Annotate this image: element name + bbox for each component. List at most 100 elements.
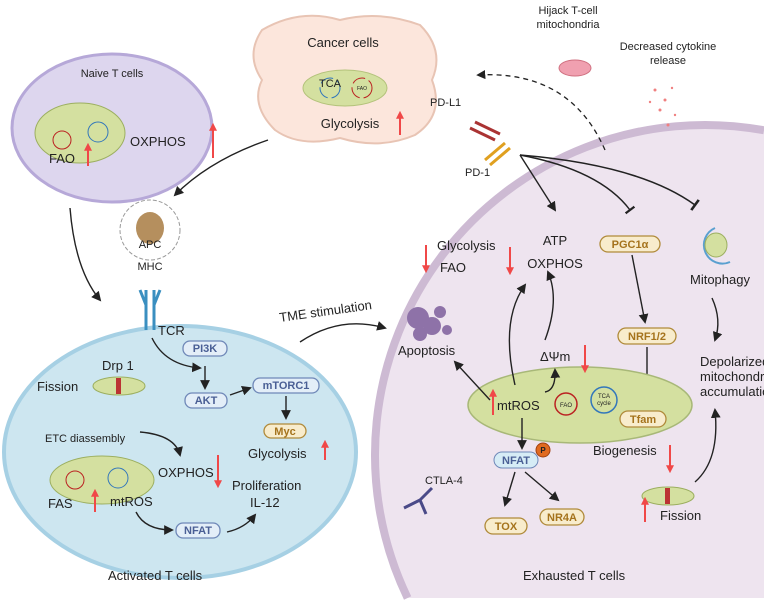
exhausted-t-cells-label: Exhausted T cells	[523, 568, 626, 583]
arrow	[453, 360, 491, 401]
ex-nfat-node	[493, 451, 539, 469]
arrow	[524, 471, 560, 502]
arrow	[694, 408, 721, 483]
cytokine-label-2: release	[650, 55, 686, 67]
arrow	[173, 139, 269, 197]
proliferation-label: Proliferation	[232, 478, 301, 493]
inhibit-arrow	[519, 154, 636, 215]
act-nfat-node	[175, 522, 221, 539]
etc-label: ETC diassembly	[45, 433, 126, 445]
nrf-label: NRF1/2	[628, 331, 666, 343]
pd1-label: PD-1	[465, 167, 490, 179]
naive-fao-label: FAO	[49, 151, 75, 166]
mitochondrion-icon	[49, 455, 155, 505]
naive-t-cells-label: Naive T cells	[81, 68, 144, 80]
act-oxphos-label: OXPHOS	[158, 465, 214, 480]
arrow	[69, 207, 102, 302]
tcr-receptor-icon	[138, 289, 162, 330]
mtorc1-label: mTORC1	[263, 380, 310, 392]
activated-t-cells-label: Activated T cells	[108, 568, 203, 583]
fao-cycle-icon	[52, 130, 72, 150]
ctla4-receptor-icon	[403, 486, 434, 515]
atp-label: ATP	[543, 233, 567, 248]
ex-mtros-label: mtROS	[497, 398, 540, 413]
arrow	[519, 154, 557, 212]
mhc-label: MHC	[137, 261, 162, 273]
fission-site-icon	[116, 378, 121, 394]
apoptotic-cell-icon	[407, 306, 452, 341]
pgc1a-node	[599, 235, 661, 253]
fao-cycle-icon	[351, 77, 373, 99]
drp1-label: Drp 1	[102, 358, 134, 373]
tca-cycle-icon	[590, 386, 618, 414]
delta-psi-m-label: ΔΨm	[540, 349, 570, 364]
arrow	[151, 337, 202, 373]
fission-site-icon	[665, 488, 670, 504]
act-nfat-label: NFAT	[184, 525, 212, 537]
autophagosome-icon	[702, 227, 731, 265]
tca-label: TCA	[319, 78, 342, 90]
pdl1-receptor-icon	[469, 120, 501, 142]
akt-label: AKT	[195, 395, 218, 407]
arrow	[544, 270, 556, 341]
fas-label: FAS	[48, 496, 73, 511]
arrow	[226, 513, 257, 533]
arrow	[544, 368, 561, 393]
phosphate-label: P	[540, 446, 546, 455]
inhibit-arrow	[519, 154, 700, 211]
nr4a-label: NR4A	[547, 512, 577, 524]
tca-label: TCA	[598, 394, 610, 400]
depolarized-label-1: Depolarized	[700, 354, 764, 369]
tcr-label: TCR	[158, 323, 185, 338]
tfam-node	[619, 410, 667, 428]
naive-oxphos-label: OXPHOS	[130, 134, 186, 149]
ex-fission-label: Fission	[660, 508, 701, 523]
exhausted-t-cell-membrane	[371, 120, 764, 600]
cancer-glycolysis-label: Glycolysis	[321, 116, 380, 131]
cytokine-label: Decreased cytokine	[620, 41, 717, 53]
ex-nfat-label: NFAT	[502, 455, 530, 467]
pdl1-label: PD-L1	[430, 97, 461, 109]
pgc1a-label: PGC1α	[612, 239, 649, 251]
exhausted-t-cell	[374, 124, 764, 599]
fao-cycle-icon	[554, 392, 578, 416]
pi3k-node	[182, 340, 228, 357]
tme-arrow	[299, 321, 387, 343]
apc-label: APC	[139, 239, 162, 251]
arrow	[139, 431, 183, 457]
myc-node	[263, 423, 307, 439]
mitophagy-label: Mitophagy	[690, 272, 750, 287]
tca-cycle-icon	[87, 121, 109, 143]
cytokine-dots-icon	[648, 86, 677, 127]
depolarized-label-3: accumulation	[700, 384, 764, 399]
nrf-node	[617, 327, 677, 345]
arrow	[502, 471, 516, 507]
mitochondrion-icon	[558, 59, 592, 77]
biogenesis-label: Biogenesis	[593, 443, 657, 458]
hijack-label-2: mitochondria	[537, 19, 601, 31]
arrow	[508, 283, 527, 386]
mtorc1-node	[252, 377, 320, 394]
arrow	[135, 511, 174, 535]
hijack-arrow	[476, 70, 606, 151]
arrow	[631, 254, 649, 324]
arrow	[711, 297, 723, 342]
ex-glycolysis-label: Glycolysis	[437, 238, 496, 253]
mitochondrion-icon	[704, 232, 728, 258]
arrow	[229, 385, 252, 396]
ex-oxphos-label: OXPHOS	[527, 256, 583, 271]
pd1-receptor-icon	[484, 141, 511, 167]
pi3k-label: PI3K	[193, 343, 218, 355]
nr4a-node	[539, 508, 585, 526]
tca-cycle-label: cycle	[597, 401, 611, 407]
tca-cycle-icon	[107, 467, 129, 489]
fao-label: FAO	[560, 403, 572, 409]
ctla4-label: CTLA-4	[425, 475, 463, 487]
fao-cycle-icon	[65, 470, 85, 490]
depolarized-label-2: mitochondria	[700, 369, 764, 384]
tme-stimulation-label: TME stimulation	[278, 297, 372, 325]
act-fission-label: Fission	[37, 379, 78, 394]
fao-label: FAO	[357, 86, 367, 92]
il12-label: IL-12	[250, 495, 280, 510]
